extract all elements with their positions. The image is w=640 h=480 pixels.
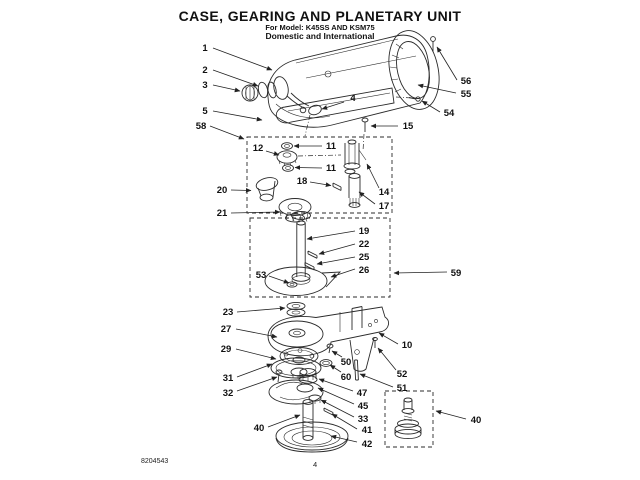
- pin-part41: [323, 407, 334, 416]
- callout-26: 26: [359, 265, 370, 276]
- callout-25: 25: [359, 252, 370, 263]
- callout-47: 47: [357, 388, 368, 399]
- washers-part23: [286, 301, 306, 317]
- hole-part53: [286, 281, 298, 288]
- callout-1: 1: [202, 43, 208, 54]
- drip-ring-part42: [275, 421, 349, 453]
- callout-53: 53: [256, 270, 267, 281]
- attachment-hub: [267, 76, 289, 100]
- callout-21: 21: [217, 208, 228, 219]
- callout-41: 41: [362, 425, 373, 436]
- callout-54: 54: [444, 108, 455, 119]
- pin-part18: [332, 182, 342, 191]
- washer-11-upper: [281, 142, 293, 150]
- callout-3: 3: [202, 80, 207, 91]
- centerline: [297, 154, 342, 157]
- callout-55: 55: [461, 89, 472, 100]
- leader-lines: [209, 46, 467, 443]
- callout-32: 32: [223, 388, 234, 399]
- bearing-ring-part2: [257, 81, 269, 99]
- planetary-carrier-part45: [268, 379, 324, 405]
- screw-54: [408, 96, 421, 102]
- callout-11a: 11: [326, 141, 337, 152]
- screw-15: [361, 117, 369, 152]
- callout-56: 56: [461, 76, 472, 87]
- doc-number: 8204543: [141, 458, 169, 465]
- callout-51: 51: [397, 383, 408, 394]
- callout-15: 15: [403, 121, 414, 132]
- page-number: 4: [313, 460, 640, 480]
- callout-31: 31: [223, 373, 234, 384]
- model-subtitle: For Model: K45SS AND KSM75: [265, 23, 375, 32]
- upper-case-body: [267, 34, 430, 128]
- callout-27: 27: [221, 324, 232, 335]
- callout-17: 17: [379, 201, 390, 212]
- pin-part51: [354, 359, 359, 381]
- agitator-shaft-kit: [394, 397, 422, 440]
- pin-part25: [304, 262, 315, 271]
- callout-60: 60: [341, 372, 352, 383]
- callout-labels: 1 2 3 4 5 58 56 55 54 15 12 11 11 14 17 …: [196, 43, 482, 450]
- lower-case-part27: [267, 306, 389, 357]
- callout-22: 22: [359, 239, 370, 250]
- callout-33: 33: [358, 414, 369, 425]
- callout-23: 23: [223, 307, 234, 318]
- worm-gear-part12: [276, 150, 298, 167]
- screw-56: [430, 36, 436, 52]
- callout-58: 58: [196, 121, 207, 132]
- callout-29: 29: [221, 344, 232, 355]
- governor-part14: [343, 139, 367, 175]
- drip-plate-part26: [264, 266, 342, 296]
- callout-40a: 40: [254, 423, 265, 434]
- gear-shaft-part17: [348, 173, 361, 208]
- callout-42: 42: [362, 439, 373, 450]
- screw-part50: [326, 343, 334, 354]
- thumbscrew-part3: [241, 84, 259, 102]
- bearing-cup-part20: [255, 177, 279, 202]
- callout-5: 5: [202, 106, 208, 117]
- callout-10: 10: [402, 340, 413, 351]
- screw-part32: [275, 369, 283, 383]
- shaft-kit-dashed-box: [384, 390, 434, 448]
- pinion-top: [291, 211, 311, 223]
- callout-18: 18: [297, 176, 308, 187]
- pin-part22: [307, 250, 318, 259]
- callout-40b: 40: [471, 415, 482, 426]
- planetary-shaft-dashed-box: [249, 217, 391, 298]
- internal-gear-part29: [279, 347, 319, 365]
- bevel-gear-part21: [278, 198, 312, 223]
- callout-19: 19: [359, 226, 370, 237]
- callout-59: 59: [451, 268, 462, 279]
- end-cap-ring: [388, 30, 440, 110]
- callout-45: 45: [358, 401, 369, 412]
- planetary-shaft-part40: [302, 399, 314, 441]
- trim-band-part5: [275, 87, 413, 124]
- pivot-arm: [286, 92, 322, 137]
- bracket-part10: [349, 337, 375, 372]
- callout-14: 14: [379, 187, 390, 198]
- oring-part60: [319, 359, 333, 367]
- callout-12: 12: [253, 143, 264, 154]
- gearbox-dashed-box: [246, 136, 393, 214]
- callout-50: 50: [341, 357, 352, 368]
- callout-4: 4: [350, 93, 356, 104]
- bolt-part52: [372, 337, 378, 348]
- callout-52: 52: [397, 369, 408, 380]
- bearing-cap-part47: [298, 368, 318, 384]
- region-subtitle: Domestic and International: [265, 31, 375, 41]
- washer-11-lower: [282, 164, 294, 172]
- callout-20: 20: [217, 185, 228, 196]
- vertical-shaft-part19: [296, 220, 306, 277]
- page-title: CASE, GEARING AND PLANETARY UNIT: [178, 8, 462, 24]
- collar-part33: [308, 394, 322, 404]
- callout-11b: 11: [326, 163, 337, 174]
- callout-2: 2: [202, 65, 207, 76]
